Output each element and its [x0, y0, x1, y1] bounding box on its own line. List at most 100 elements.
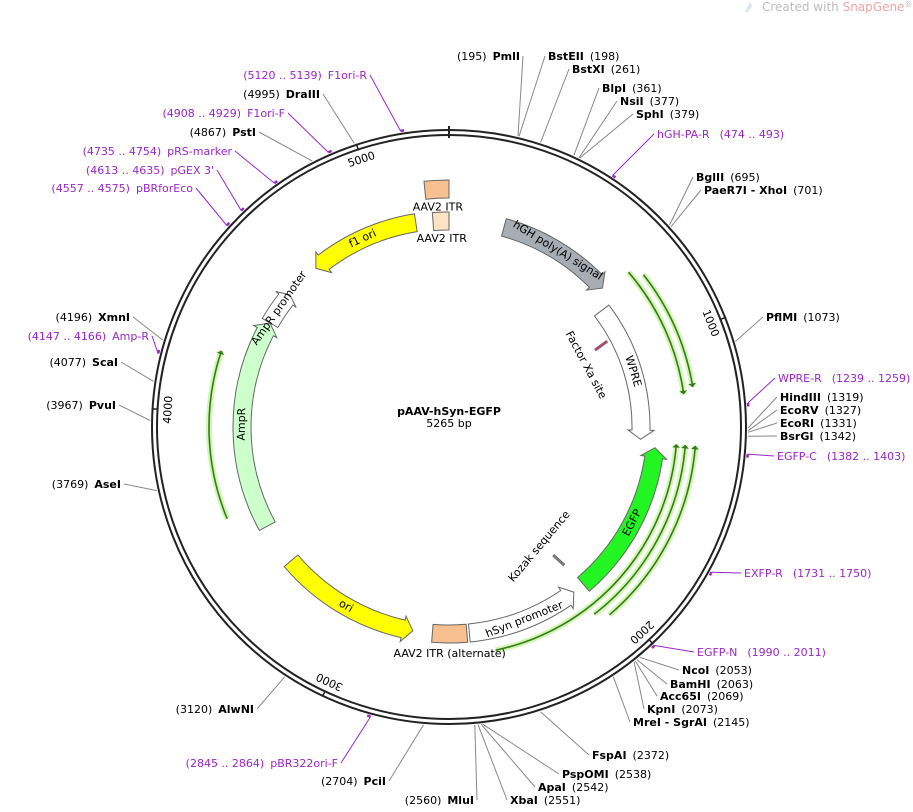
feature-label: AAV2 ITR (alternate) — [393, 647, 505, 660]
small-feature-label: Factor Xa site — [563, 329, 610, 401]
primer-amp-r: (4147 .. 4166)Amp-R — [28, 330, 161, 354]
orf-arrowhead — [216, 350, 225, 356]
site-position: (198) — [590, 50, 620, 63]
primer-leader — [340, 716, 372, 764]
tick-label: 3000 — [314, 670, 345, 694]
site-sphi: SphI(379) — [579, 108, 699, 159]
site-position: (2069) — [707, 690, 744, 703]
site-name: KpnI — [647, 703, 675, 716]
site-psti: (4867)PstI — [190, 126, 313, 162]
primer-name: EGFP-C — [777, 450, 817, 463]
site-bamhi: BamHI(2063) — [636, 659, 753, 691]
feature-shape — [500, 218, 606, 291]
site-leader — [517, 55, 524, 137]
site-pflmi: PflMI(1073) — [735, 311, 840, 342]
site-name: PspOMI — [562, 768, 609, 781]
feature-f1-ori: f1 ori — [315, 213, 418, 274]
feature-egfp: EGFP — [576, 447, 669, 592]
feature-label: AAV2 ITR — [413, 200, 464, 213]
site-position: (4867) — [190, 126, 227, 139]
site-leader — [132, 316, 164, 341]
primer-name: pBR322ori-F — [270, 757, 338, 770]
primer-range: (1239 .. 1259) — [832, 372, 911, 385]
site-kpni: KpnI(2073) — [633, 661, 718, 716]
site-label: (195)PmlI — [457, 50, 520, 63]
site-position: (1331) — [820, 417, 857, 430]
primer-egfp-c: EGFP-C (1382 .. 1403) — [746, 450, 906, 463]
site-position: (1073) — [803, 311, 840, 324]
snapgene-logo-icon — [745, 2, 752, 12]
orf-arrow — [608, 445, 697, 616]
site-paer7i-xhoi: PaeR7I - XhoI (701) — [670, 184, 823, 228]
site-name: ApaI — [538, 781, 566, 794]
site-name: BlpI — [602, 82, 626, 95]
site-label: ApaI(2542) — [538, 781, 608, 794]
primer-name: pRS-marker — [167, 145, 232, 158]
primer-f1ori-f: (4908 .. 4929)F1ori-F — [163, 107, 333, 154]
feature-aav2-itr: AAV2 ITR — [413, 179, 464, 213]
site-label: (3967)PvuI — [46, 399, 116, 412]
feature-ori: ori — [283, 554, 414, 643]
primer-leader — [287, 112, 329, 153]
orf-arrow — [495, 444, 678, 651]
site-label: FspAI(2372) — [592, 749, 669, 762]
snapgene-credit: Created with SnapGene® — [745, 0, 912, 14]
site-apai: ApaI(2542) — [480, 723, 608, 794]
site-asei: (3769)AseI — [52, 478, 157, 492]
site-leader — [636, 659, 668, 685]
primer-pbr322ori-f: (2845 .. 2864)pBR322ori-F — [186, 714, 372, 770]
primer-leader — [151, 335, 159, 354]
primer-label: (4557 .. 4575)pBRforEco — [51, 182, 193, 195]
primer-exfp-r: EXFP-R(1731 .. 1750) — [708, 567, 871, 580]
primer-wpre-r: WPRE-R(1239 .. 1259) — [746, 372, 910, 407]
small-feature: Factor Xa site — [563, 329, 610, 401]
plasmid-name: pAAV-hSyn-EGFP — [397, 405, 501, 418]
orf-arrow — [593, 444, 687, 615]
orf-arrowhead — [688, 382, 697, 387]
primer-range: (1382 .. 1403) — [827, 450, 906, 463]
site-leader — [540, 68, 570, 143]
site-position: (4995) — [243, 88, 280, 101]
orf-arrowhead — [672, 444, 681, 448]
site-name: PaeR7I - XhoI — [704, 184, 787, 197]
primer-label: (4908 .. 4929)F1ori-F — [163, 107, 286, 120]
primer-label: WPRE-R(1239 .. 1259) — [778, 372, 910, 385]
site-position: (2704) — [321, 775, 358, 788]
site-bsteii: BstEII(198) — [518, 50, 620, 137]
site-label: EcoRI(1331) — [780, 417, 857, 430]
site-leader — [578, 100, 618, 159]
site-mlui: (2560)MluI — [405, 724, 478, 807]
site-pcii: (2704)PciI — [321, 724, 424, 788]
site-position: (379) — [670, 108, 700, 121]
feature-hgh-poly-a-signal: hGH poly(A) signal — [500, 218, 606, 291]
feature-label: ori — [337, 597, 356, 615]
tick-mark — [321, 690, 327, 698]
site-position: (701) — [793, 184, 823, 197]
site-leader — [388, 724, 424, 782]
site-name: BamHI — [670, 678, 711, 691]
site-name: Acc65I — [660, 690, 701, 703]
primer-range: (4735 .. 4754) — [83, 145, 162, 158]
feature-label: AmpR promoter — [249, 268, 310, 347]
site-leader — [123, 483, 157, 492]
site-position: (2538) — [615, 768, 652, 781]
tick-mark — [647, 638, 654, 645]
primer-range: (4613 .. 4635) — [86, 164, 165, 177]
site-leader — [518, 55, 546, 137]
site-leader — [118, 404, 151, 421]
site-label: SphI(379) — [636, 108, 699, 121]
site-acc65i: Acc65I (2069) — [634, 660, 744, 703]
primer-range: (474 .. 493) — [720, 128, 785, 141]
site-position: (261) — [611, 63, 641, 76]
credit-mark: ® — [904, 0, 912, 9]
site-name: PvuI — [89, 399, 116, 412]
site-fspai: FspAI(2372) — [540, 711, 669, 762]
site-position: (195) — [457, 50, 487, 63]
site-label: (4077)ScaI — [49, 356, 118, 369]
orf-arrowhead — [681, 445, 689, 449]
primer-mark — [273, 180, 278, 185]
site-leader — [256, 676, 286, 710]
site-leader — [120, 361, 154, 382]
site-label: KpnI(2073) — [647, 703, 718, 716]
